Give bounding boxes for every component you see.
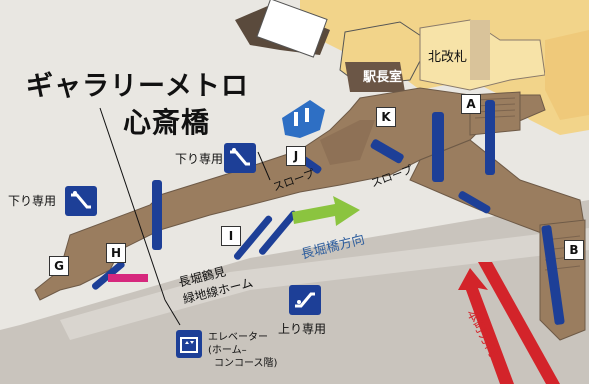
escalator-k [432, 112, 444, 182]
platform-edge [60, 228, 589, 340]
green-arrow-icon [292, 196, 360, 226]
escalator-i [233, 215, 273, 260]
escalator-east [458, 191, 491, 214]
elevator-marker [108, 274, 148, 282]
north-gate-label: 北改札 [428, 50, 468, 65]
exit-i: I [221, 226, 241, 246]
page-subtitle: 心斎橋 [123, 106, 211, 139]
elevator-label-3: コンコース階) [214, 358, 278, 369]
restroom-block [282, 100, 325, 138]
red-arrow-icon [458, 268, 514, 384]
escalator-b [541, 225, 565, 325]
escalator-up-label: 上り専用 [278, 322, 327, 336]
escalator-down-icon [65, 186, 97, 216]
stair-bg [470, 20, 490, 80]
red-arrow-band [478, 262, 560, 384]
escalator-k2 [370, 139, 404, 164]
escalator-down-top-label: 下り専用 [175, 152, 224, 166]
elevator-label-1: エレベーター [208, 332, 268, 343]
concourse-inner [320, 120, 375, 165]
exit-h: H [106, 243, 126, 263]
escalator-down-left-label: 下り専用 [8, 194, 57, 208]
slope-pointer [257, 151, 271, 181]
escalator-up-icon [289, 285, 321, 315]
page-title: ギャラリーメトロ [26, 71, 249, 102]
escalator-i2 [258, 210, 298, 255]
exit-j: J [286, 146, 306, 166]
station-master-room-label: 駅長室 [363, 70, 403, 85]
station-master-room [345, 62, 405, 92]
room-block [256, 0, 328, 58]
east-area [545, 30, 589, 120]
title-pointer [99, 107, 166, 301]
elevator-icon [176, 330, 202, 358]
escalator-left-vertical [152, 180, 162, 250]
escalator-a [485, 100, 495, 175]
elevator-pointer [164, 299, 181, 326]
elevator-label-2: (ホーム– [208, 345, 247, 356]
exit-b: B [564, 240, 584, 260]
exit-k: K [376, 107, 396, 127]
restroom-icon [294, 108, 309, 126]
escalator-down-icon [224, 143, 256, 173]
exit-g: G [49, 256, 69, 276]
exit-a: A [461, 94, 481, 114]
